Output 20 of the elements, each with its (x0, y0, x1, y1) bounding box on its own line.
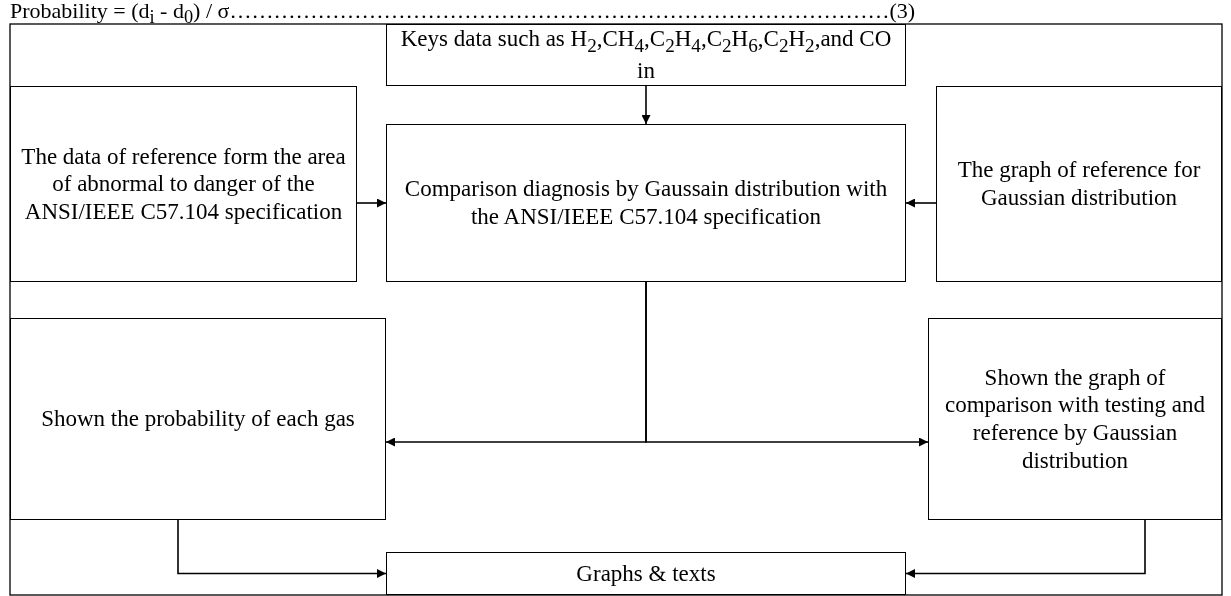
arrow (641, 85, 651, 125)
box-text: The data of reference form the area of abnormal to danger of the ANSI/IEEE C57.104 specification (20, 142, 347, 226)
arrow (177, 519, 387, 578)
box-text: Keys data such as H$_{2}$,CH$_{4}$,C$_{2}$H$_{4}$,C$_{2}$H$_{6}$,C$_{2}$H$_{2}$,and CO in (399, 25, 893, 85)
process-box (936, 86, 1222, 282)
box-text: Shown the graph of comparison with testing and reference by Gaussian distribution (944, 363, 1206, 475)
arrow (645, 281, 929, 447)
box-text: The graph of reference for Gaussian distribution (956, 156, 1202, 212)
arrow (905, 519, 1146, 578)
equation-text: Probability = (d$_{i}$ - d$_{0}$) / σ………………………………………………………………………………(3) (10, 0, 917, 28)
process-box (386, 124, 906, 282)
process-box (386, 552, 906, 595)
process-box (10, 318, 386, 520)
process-box (10, 86, 357, 282)
process-box (928, 318, 1222, 520)
box-text: Shown the probability of each gas (41, 405, 355, 433)
box-text: Comparison diagnosis by Gaussain distribution with the ANSI/IEEE C57.104 specification (403, 175, 889, 231)
arrow (905, 198, 937, 208)
box-text: Graphs & texts (576, 559, 716, 588)
arrow (356, 198, 387, 208)
